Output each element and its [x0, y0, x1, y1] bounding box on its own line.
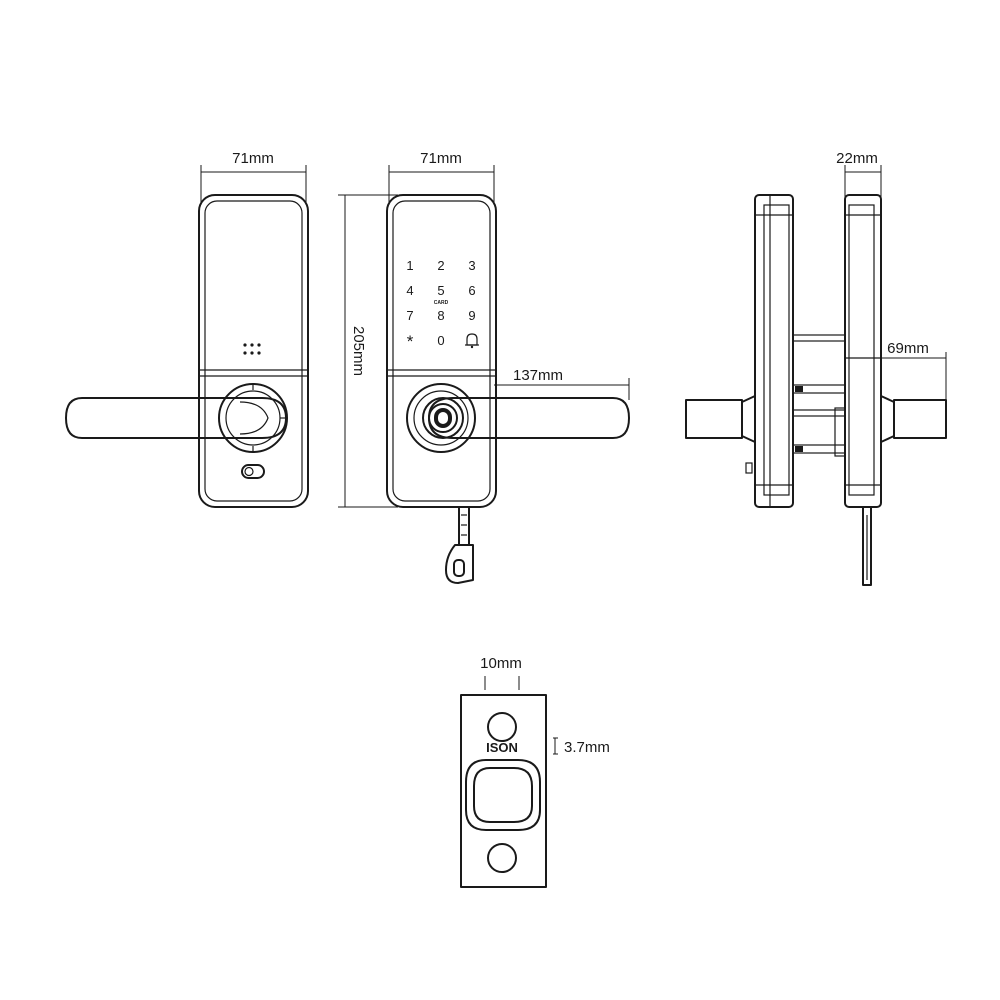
key-9[interactable]: 9 — [468, 308, 475, 323]
back-width-label: 71mm — [232, 150, 274, 167]
strike-brand: ISON — [486, 740, 518, 755]
key-4[interactable]: 4 — [406, 283, 413, 298]
front-lock-body — [386, 194, 497, 508]
front-width-label: 71mm — [420, 150, 462, 167]
key-5[interactable]: 5 — [437, 283, 444, 298]
thumb-turn-icon — [241, 464, 265, 479]
side-inner-handle — [685, 399, 743, 439]
back-handle — [65, 397, 287, 439]
card-label: CARD — [434, 300, 449, 306]
doorbell-icon[interactable] — [465, 333, 479, 349]
back-lock-body — [198, 194, 309, 508]
key-6[interactable]: 6 — [468, 283, 475, 298]
strike-plate: 10mm ISON 3.7mm — [460, 655, 610, 888]
side-outer-handle — [893, 399, 947, 439]
back-view: 71mm — [65, 150, 309, 508]
fingerprint-sensor-icon — [422, 397, 464, 439]
side-depth-label: 22mm — [836, 150, 878, 167]
handle-length-label: 137mm — [513, 367, 563, 384]
side-handle-label: 69mm — [887, 340, 929, 357]
side-inner-plate — [754, 194, 794, 508]
strike-offset-label: 3.7mm — [564, 739, 610, 756]
key-star[interactable]: * — [407, 332, 414, 351]
key-8[interactable]: 8 — [437, 308, 444, 323]
keypad: 1 2 3 4 5 6 CARD 7 8 9 * 0 — [406, 258, 479, 351]
height-label: 205mm — [350, 326, 367, 376]
key-1[interactable]: 1 — [406, 258, 413, 273]
key-0[interactable]: 0 — [437, 333, 444, 348]
side-outer-plate — [844, 194, 882, 508]
key-7[interactable]: 7 — [406, 308, 413, 323]
side-view: 22mm 69mm — [685, 150, 947, 586]
mechanical-key-icon — [445, 506, 474, 584]
front-handle — [428, 397, 630, 439]
strike-hole-label: 10mm — [480, 655, 522, 672]
key-2[interactable]: 2 — [437, 258, 444, 273]
key-3[interactable]: 3 — [468, 258, 475, 273]
speaker-dots — [243, 343, 261, 355]
front-view: 71mm 205mm 1 2 3 4 5 6 CARD 7 8 9 * 0 — [338, 150, 630, 584]
